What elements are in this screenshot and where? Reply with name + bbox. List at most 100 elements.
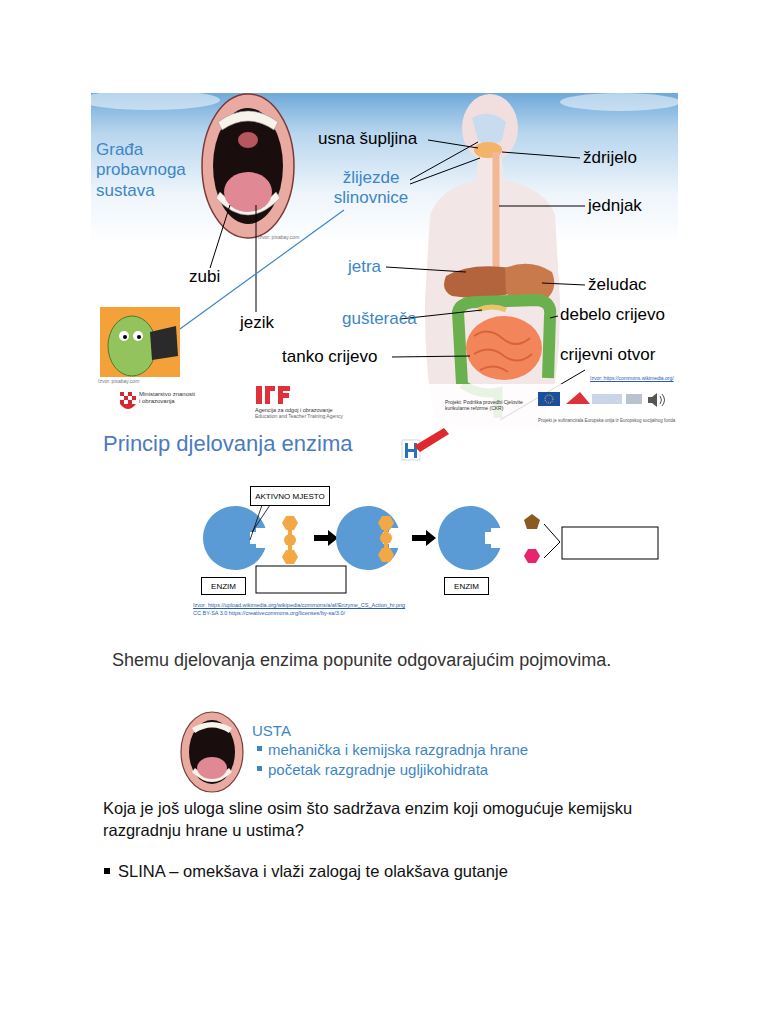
red-pencil — [414, 428, 449, 452]
source-note: Izvor: https://upload.wikimedia.org/wiki… — [193, 602, 405, 608]
instruction: Shemu djelovanja enzima popunite odgovar… — [112, 650, 611, 671]
part-label: želudac — [588, 275, 647, 295]
part-label: crijevni otvor — [560, 345, 655, 365]
cup — [150, 326, 178, 360]
banner-background — [91, 93, 678, 430]
small-intestine — [466, 316, 542, 380]
bracket-lines — [544, 524, 560, 558]
upper-teeth — [192, 722, 232, 733]
answer-text: SLINA – omekšava i vlaži zalogaj te olak… — [118, 862, 508, 881]
product-pentagon — [524, 514, 540, 529]
logo-caption: Education and Teacher Training Agency — [255, 414, 375, 420]
bullet-marker — [257, 766, 262, 771]
bacterium-body — [108, 316, 156, 376]
enzyme-label-box: ENZIM — [201, 577, 246, 595]
bullet-marker — [104, 868, 110, 874]
mouth-interior — [213, 108, 283, 224]
bacterium-pupil — [137, 335, 141, 339]
part-label: debelo crijevo — [560, 305, 665, 325]
substrate-part — [288, 545, 292, 550]
substrate-part — [282, 516, 298, 530]
pancreas — [478, 307, 506, 310]
box-text: ENZIM — [211, 582, 236, 591]
source-note: Izvor: pixabay.com — [258, 235, 299, 241]
leader-line — [386, 267, 466, 272]
product-hexagon — [524, 549, 540, 563]
bound-substrate — [378, 516, 394, 562]
enzyme-label-box: ENZIM — [444, 577, 489, 595]
part-label: žlijezde slinovnice — [330, 168, 412, 207]
leader-line — [502, 152, 580, 158]
source-note: Izvor: pixabay.com — [98, 379, 139, 385]
part-label: jednjak — [588, 196, 642, 216]
picture-background — [100, 307, 180, 377]
section-heading: Princip djelovanja enzima — [103, 431, 352, 456]
bullet-marker — [257, 746, 262, 751]
mouth-interior — [189, 720, 235, 784]
license-note: CC BY-SA 3.0 https://creativecommons.org… — [193, 610, 345, 616]
bacterium-eye — [133, 331, 143, 341]
callout-box: AKTIVNO MJESTO — [250, 486, 330, 506]
upper-teeth — [218, 111, 278, 130]
part-label: gušterača — [342, 309, 417, 329]
icon-letter-shape — [405, 443, 417, 458]
leader-line — [410, 158, 480, 184]
source-note: Izvor: https://commons.wikimedia.org/ — [590, 376, 674, 382]
substrate — [282, 516, 298, 564]
logo-caption: Agencija za odgoj i obrazovanje — [255, 407, 365, 413]
enzyme-shape — [438, 506, 500, 570]
substrate-part — [384, 529, 388, 549]
part-label: jetra — [348, 257, 381, 277]
enzyme-shape — [336, 506, 398, 570]
esophagus — [493, 152, 500, 268]
question: Koja je još uloga sline osim što sadržav… — [103, 797, 673, 842]
bullet-text: početak razgradnje ugljikohidrata — [268, 761, 488, 778]
part-label: zubi — [189, 267, 220, 287]
logo-caption: Ministarstvo znanosti i obrazovanja — [139, 391, 197, 404]
bacterium-eye — [119, 331, 129, 341]
bullet-text: mehanička i kemijska razgradnja hrane — [268, 741, 528, 758]
leader-line — [499, 206, 585, 207]
eu-flag — [538, 392, 560, 406]
head-silhouette — [462, 94, 518, 162]
substrate-part — [282, 550, 298, 564]
partner-logo — [592, 394, 622, 404]
substrate-part — [284, 534, 296, 546]
box-text: ENZIM — [454, 582, 479, 591]
part-label: usna šupljina — [318, 129, 417, 149]
coat-of-arms — [120, 392, 136, 409]
box-text: AKTIVNO MJESTO — [255, 492, 325, 501]
process-arrow — [412, 530, 436, 546]
part-label: jezik — [240, 313, 274, 333]
bacterium-pupil — [123, 335, 127, 339]
partner-logo — [626, 394, 642, 404]
tongue — [197, 757, 227, 779]
lips — [181, 712, 243, 792]
section-heading: USTA — [252, 722, 291, 739]
intestine-folds — [474, 331, 532, 372]
leader-lines — [210, 140, 585, 420]
answer-box — [256, 566, 346, 593]
tongue — [224, 172, 272, 212]
uvula — [238, 132, 258, 148]
leader-line — [392, 356, 470, 357]
leader-line — [428, 140, 478, 148]
leader-line — [210, 205, 230, 268]
speaker-icon — [648, 393, 657, 407]
speaker-waves — [660, 394, 665, 406]
funding-note: Projekt je sufinancirala Europska unija … — [538, 418, 678, 423]
leader-line — [550, 316, 558, 318]
coat-of-arms-checks — [120, 392, 136, 404]
diagram-title: Građa probavnoga sustava — [96, 140, 204, 201]
part-label: tanko crijevo — [282, 347, 377, 367]
leader-line — [256, 205, 257, 312]
logo-caption: Projekt: Podrška provedbi Cjelovite kuri… — [445, 400, 525, 411]
answer-box — [562, 527, 658, 559]
leader-line — [410, 142, 478, 180]
active-site-pointer — [250, 505, 270, 540]
leader-line — [542, 283, 585, 285]
substrate-part — [378, 516, 394, 530]
icon-background — [402, 440, 420, 460]
substrate-part — [378, 548, 394, 562]
